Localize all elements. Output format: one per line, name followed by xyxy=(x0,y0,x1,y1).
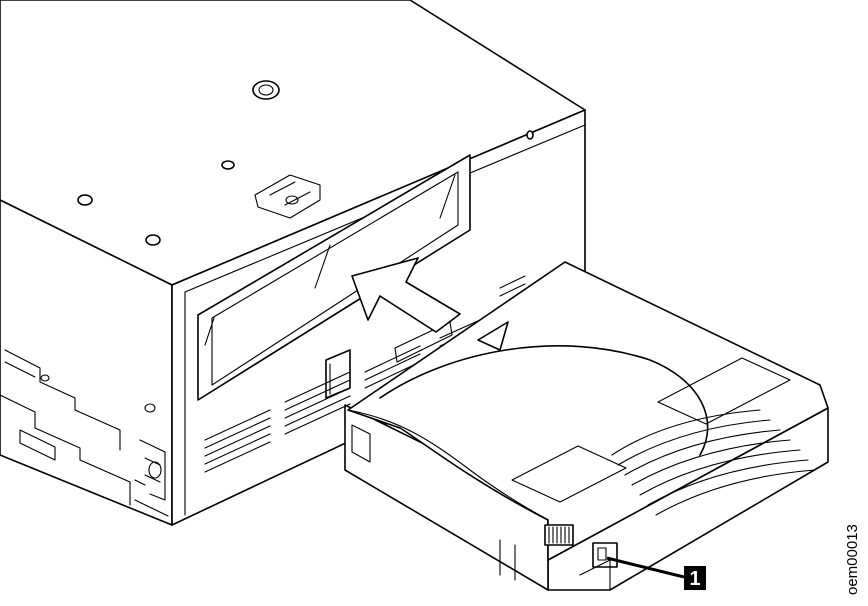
screw-hole-1 xyxy=(77,194,93,206)
front-label-area xyxy=(511,445,627,503)
write-protect-area xyxy=(544,524,574,546)
top-details xyxy=(77,80,534,246)
side-mechanism xyxy=(0,349,169,517)
top-label-area xyxy=(657,357,791,425)
tape-cartridge xyxy=(344,261,829,591)
callout-leader-line xyxy=(606,556,685,579)
screw-hole-2 xyxy=(145,234,161,246)
callout-number: 1 xyxy=(689,568,700,590)
cartridge-top-shell xyxy=(347,261,829,561)
cartridge-slot xyxy=(197,154,471,401)
top-screw-hole xyxy=(252,80,280,100)
grip-ribs xyxy=(611,409,816,516)
tape-drive xyxy=(0,0,586,526)
callout-1: 1 xyxy=(684,566,706,590)
direction-triangle xyxy=(477,321,509,351)
insertion-arrow xyxy=(351,257,461,333)
write-protect-switch xyxy=(592,542,618,568)
bezel-indicator xyxy=(526,130,534,140)
screw-hole-3 xyxy=(221,160,235,170)
callout-box xyxy=(684,566,706,590)
figure-id: oem00013 xyxy=(844,524,861,595)
